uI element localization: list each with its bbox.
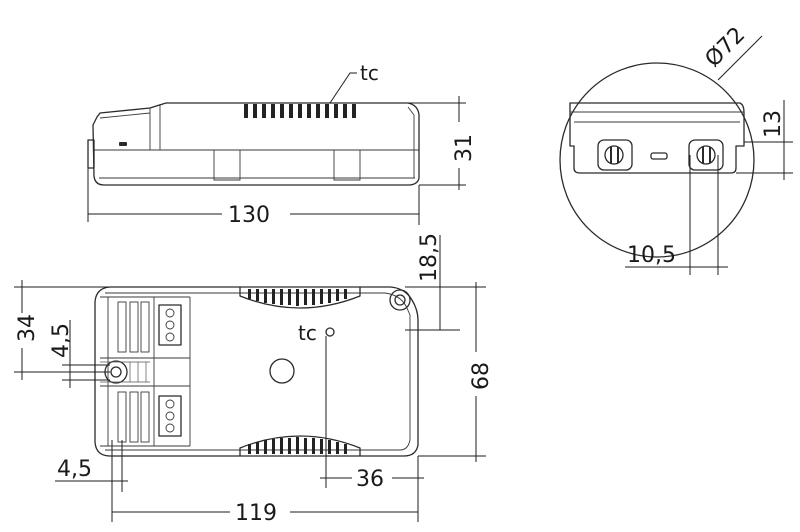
dim-dia-leader (717, 35, 763, 81)
dim-45v-label: 4,5 (49, 323, 74, 358)
terminal-slot-lower-b (129, 391, 139, 443)
detail-terminal-right-pin (702, 147, 704, 163)
front-center-boss (269, 358, 295, 384)
detail-center-slot (650, 152, 668, 160)
detail-terminal-right-pin-b (709, 147, 711, 163)
front-housing-outline (94, 286, 419, 457)
side-indicator-icon (119, 142, 127, 146)
terminal-screw-lower-b (165, 411, 175, 421)
detail-housing-outline (569, 102, 745, 174)
side-foot-left (213, 150, 241, 181)
side-left-cap (87, 139, 95, 169)
terminal-slot-lower-c (140, 391, 150, 443)
front-bottom-vent-slots (248, 437, 347, 454)
side-foot-right (333, 150, 361, 181)
dim-13-label: 13 (761, 110, 786, 138)
front-bottom-vent-outline (239, 435, 361, 456)
dim-185-label: 18,5 (417, 233, 442, 282)
terminal-slot-upper-b (129, 301, 139, 353)
detail-terminal-left (597, 139, 633, 171)
side-view: tc 31 130 (87, 61, 477, 228)
front-mount-hole-right-inner (394, 294, 406, 306)
detail-terminal-left-hole (604, 145, 624, 165)
terminal-screw-upper-a (165, 308, 175, 318)
tc-leader-top (329, 72, 357, 104)
front-top-vent-outline (239, 287, 361, 309)
front-mount-hole-right (389, 289, 411, 311)
dim-105-label: 10,5 (627, 243, 676, 268)
terminal-screw-upper-b (165, 320, 175, 330)
terminal-screw-block-lower (158, 395, 182, 437)
dim-36-label: 36 (356, 467, 384, 492)
detail-circle (559, 62, 755, 258)
tc-label-top: tc (360, 61, 379, 85)
dim-68-label: 68 (469, 362, 494, 390)
dim-45h-label: 4,5 (57, 457, 92, 482)
terminal-screw-lower-c (165, 423, 175, 433)
detail-view: Ø72 13 10,5 (559, 23, 793, 275)
terminal-screw-block-upper (158, 304, 182, 346)
terminal-screw-lower-a (165, 399, 175, 409)
dim-119-label: 119 (235, 501, 277, 526)
detail-terminal-left-pin-b (617, 147, 619, 163)
side-housing-outline (92, 102, 420, 186)
terminal-slot-upper-c (140, 301, 150, 353)
front-view: tc 18,5 68 (14, 233, 494, 526)
terminal-screw-upper-c (165, 332, 175, 342)
dim-34-label: 34 (15, 314, 40, 342)
detail-terminal-right (688, 139, 724, 171)
dim-31-label: 31 (452, 134, 477, 162)
dim-dia-label: Ø72 (701, 23, 751, 73)
front-top-vent-slots (248, 289, 347, 306)
terminal-slot-upper-a (117, 301, 127, 353)
detail-terminal-left-pin (610, 147, 612, 163)
front-mount-hole-left-inner (110, 366, 122, 378)
side-housing-bevel (99, 104, 415, 178)
dim-130-label: 130 (228, 203, 270, 228)
front-inner-edge (105, 292, 411, 451)
terminal-slot-lower-a (117, 391, 127, 443)
tc-label-bottom: tc (298, 321, 317, 345)
detail-terminal-right-hole (696, 145, 716, 165)
side-vent-slots (244, 104, 356, 118)
tc-point-bottom (325, 327, 335, 337)
strain-relief-lines (100, 361, 150, 383)
